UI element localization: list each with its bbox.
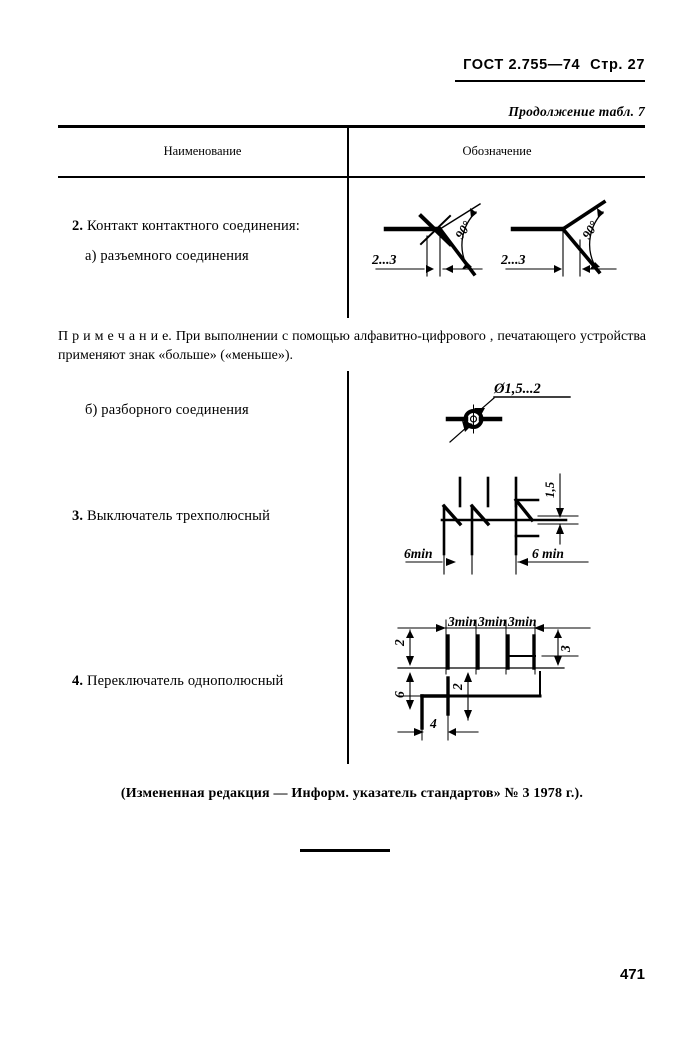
column-header-designation: Обозначение	[462, 144, 532, 158]
table-row-label-3: 3. Выключатель трехполюсный	[72, 506, 342, 527]
offset-label-1-5: 1,5	[542, 481, 557, 498]
document-header: ГОСТ 2.755—74 Стр. 27	[0, 57, 645, 73]
spacing-label-left: 6min	[404, 546, 433, 561]
folio-number: 471	[619, 966, 645, 983]
spacing-label-3min-2: 3min	[477, 614, 507, 629]
detachable-contact-svg: 2...3 90° 2...3 90°	[371, 199, 617, 277]
row-text-2a: а) разъемного соединения	[85, 248, 249, 264]
header-rule	[455, 80, 645, 82]
note-paragraph: П р и м е ч а н и е. При выполнении с по…	[58, 328, 646, 366]
page-reference: Стр. 27	[590, 57, 645, 73]
row-number-3: 3.	[72, 508, 84, 524]
figure-detachable-contact: 2...3 90° 2...3 90°	[358, 196, 638, 301]
width-label-bottom: 4	[429, 716, 437, 731]
diameter-label: Ø1,5...2	[493, 381, 541, 397]
table-row-label-4: 4. Переключатель однополюсный	[72, 671, 342, 692]
column-header-name: Наименование	[163, 144, 242, 158]
continuation-label: Продолжение табл. 7	[508, 104, 645, 119]
height-label-right: 3	[558, 645, 573, 653]
dimension-label-2-3-right: 2...3	[500, 253, 526, 268]
table-row-label-b: б) разборного соединения	[85, 400, 355, 421]
figure-dismountable-contact: Ø1,5...2	[430, 376, 610, 464]
table-column-divider	[347, 371, 349, 764]
table-row-label-2a: а) разъемного соединения	[85, 246, 355, 267]
standard-number: ГОСТ 2.755—74	[463, 57, 581, 73]
figure-single-pole-changeover: 3min 3min 3min 2 6 3 2 4	[392, 604, 597, 754]
height-label-left: 6	[392, 691, 407, 698]
table-top-border	[58, 125, 645, 128]
angle-label-90-right: 90°	[579, 218, 602, 242]
three-pole-switch-svg: 6min 6 min 1,5	[404, 473, 589, 575]
height-label-top: 2	[392, 639, 407, 647]
note-lead: П р и м е ч а н и е.	[58, 329, 172, 344]
table-column-divider	[347, 178, 349, 318]
row-text-2: Контакт контактного соединения:	[86, 218, 300, 234]
table-header-border	[58, 176, 645, 178]
spacing-label-3min-3: 3min	[507, 614, 537, 629]
dismountable-contact-svg: Ø1,5...2	[445, 381, 571, 443]
figure-three-pole-switch: 6min 6 min 1,5	[398, 458, 618, 583]
row-text-b: разборного соединения	[101, 402, 249, 418]
single-pole-changeover-svg: 3min 3min 3min 2 6 3 2 4	[392, 614, 591, 741]
table-row-label-2: 2. Контакт контактного соединения:	[72, 216, 342, 237]
row-number-b: б)	[85, 402, 98, 418]
spacing-label-right: 6 min	[532, 546, 564, 561]
spacing-label-3min-1: 3min	[447, 614, 477, 629]
row-text-4: Переключатель однополюсный	[86, 673, 284, 689]
row-number-4: 4.	[72, 673, 84, 689]
note-body: При выполнении с помощью алфавитно-цифро…	[58, 329, 646, 363]
height-label-mid: 2	[450, 683, 465, 691]
section-end-rule	[300, 849, 390, 852]
angle-label-90-left: 90°	[452, 218, 475, 242]
dimension-label-2-3-left: 2...3	[371, 253, 397, 268]
row-number-2: 2.	[72, 218, 84, 234]
row-text-3: Выключатель трехполюсный	[86, 508, 270, 524]
revision-note: (Измененная редакция — Информ. указатель…	[120, 786, 584, 801]
table-column-divider	[347, 127, 349, 177]
